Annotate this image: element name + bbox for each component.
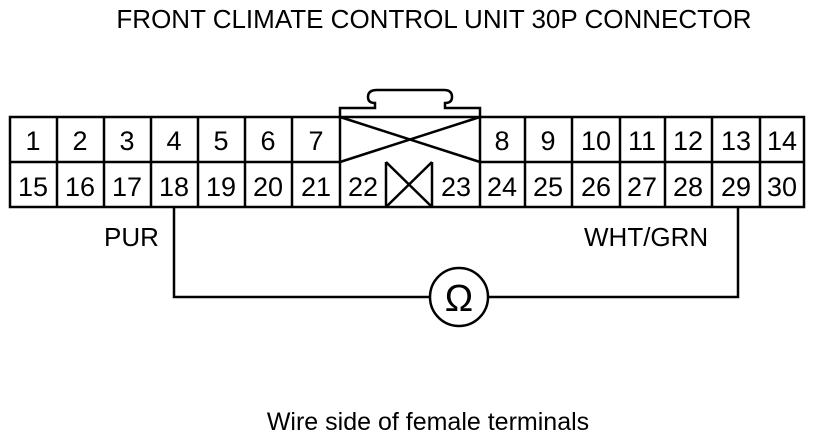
top-row-pins: 1 2 3 4 5 6 7 8 9 10 11 12 13 14 <box>25 126 797 156</box>
pin-22: 22 <box>348 172 378 202</box>
pin-18: 18 <box>159 172 189 202</box>
wire-color-left: PUR <box>104 222 159 252</box>
pin-9: 9 <box>540 126 555 156</box>
blocked-cavity-top <box>339 115 481 164</box>
ohmmeter-icon: Ω <box>428 266 490 328</box>
pin-20: 20 <box>253 172 283 202</box>
pin-30: 30 <box>767 172 797 202</box>
pin-12: 12 <box>673 126 703 156</box>
connector-lock-tab <box>338 88 482 117</box>
pin-5: 5 <box>213 126 228 156</box>
pin-3: 3 <box>119 126 134 156</box>
pin-14: 14 <box>767 126 797 156</box>
top-row-dividers <box>55 117 762 162</box>
pin-24: 24 <box>487 172 517 202</box>
pin-28: 28 <box>673 172 703 202</box>
test-lead-left <box>172 207 430 299</box>
pin-6: 6 <box>260 126 275 156</box>
pin-19: 19 <box>206 172 236 202</box>
diagram-caption: Wire side of female terminals <box>267 408 589 436</box>
pin-1: 1 <box>25 126 40 156</box>
blocked-cavity-bottom <box>385 161 433 208</box>
pin-13: 13 <box>721 126 751 156</box>
pin-8: 8 <box>494 126 509 156</box>
pin-4: 4 <box>166 126 181 156</box>
pin-16: 16 <box>65 172 95 202</box>
pin-23: 23 <box>441 172 471 202</box>
pin-15: 15 <box>18 172 48 202</box>
pin-29: 29 <box>721 172 751 202</box>
ohm-symbol: Ω <box>445 278 473 320</box>
pin-17: 17 <box>112 172 142 202</box>
bottom-row-dividers <box>55 162 762 207</box>
pin-11: 11 <box>628 126 656 156</box>
pin-21: 21 <box>301 172 331 202</box>
pin-7: 7 <box>308 126 323 156</box>
pin-26: 26 <box>581 172 611 202</box>
test-lead-right <box>488 207 740 299</box>
bottom-row-pins: 15 16 17 18 19 20 21 22 23 24 25 26 27 2… <box>18 172 797 202</box>
wire-color-right: WHT/GRN <box>584 222 708 252</box>
pin-10: 10 <box>581 126 611 156</box>
pin-27: 27 <box>627 172 657 202</box>
pin-2: 2 <box>72 126 87 156</box>
pin-25: 25 <box>533 172 563 202</box>
diagram-title: FRONT CLIMATE CONTROL UNIT 30P CONNECTOR <box>116 4 751 34</box>
